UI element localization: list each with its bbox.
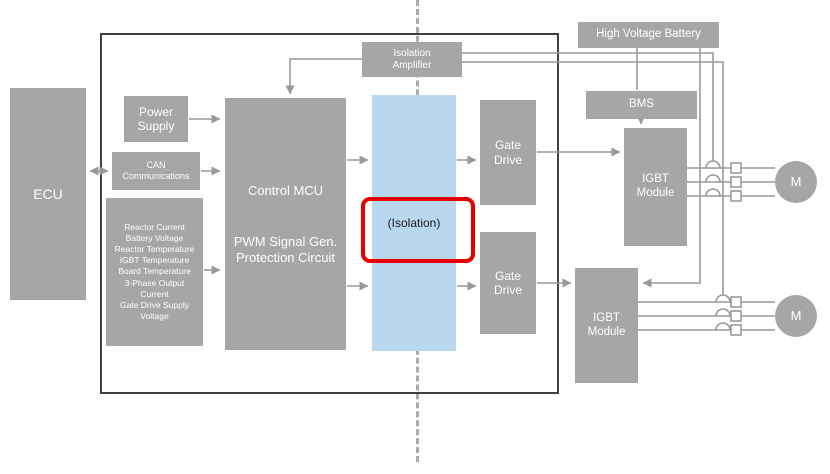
signal-board-temperature: Board Temperature [118, 266, 191, 277]
bms-label: BMS [629, 98, 654, 111]
bms-block: BMS [586, 91, 697, 119]
signal-igbt-temperature: IGBT Temperature [119, 255, 190, 266]
motor-bottom: M [775, 295, 817, 337]
current-sensor-arcs-top [705, 160, 721, 197]
signal-gate-drive-supply-voltage: Gate Drive Supply Voltage [120, 299, 189, 321]
control-mcu-title: Control MCU [247, 182, 324, 198]
signal-reactor-current: Reactor Current [124, 222, 185, 233]
isolation-amplifier-label: Isolation Amplifier [392, 47, 432, 71]
current-sensor-arcs-bottom [715, 294, 731, 331]
phase-lines-top [687, 167, 775, 197]
phase-lines-bottom [638, 301, 775, 331]
igbt-module-bottom-block: IGBT Module [575, 268, 638, 383]
pwm-signal-gen-label: PWM Signal Gen. [233, 234, 338, 250]
motor-bottom-label: M [790, 308, 802, 324]
gate-drive-top-label: Gate Drive [493, 138, 522, 167]
signal-reactor-temperature: Reactor Temperature [114, 244, 195, 255]
protection-circuit-label: Protection Circuit [236, 249, 335, 265]
high-voltage-battery-label: High Voltage Battery [596, 28, 701, 41]
ecu-block: ECU [10, 88, 86, 300]
isolation-channel-label: (Isolation) [387, 216, 441, 230]
power-supply-label: Power Supply [137, 104, 175, 133]
isolation-channel: (Isolation) [372, 95, 456, 351]
connector-squares-bottom [730, 296, 742, 336]
power-supply-block: Power Supply [124, 96, 188, 142]
motor-top: M [775, 161, 817, 203]
gate-drive-bottom-label: Gate Drive [493, 268, 522, 297]
signal-3phase-output-current: 3-Phase Output Current [124, 277, 185, 299]
connector-squares-top [730, 162, 742, 202]
gate-drive-top-block: Gate Drive [480, 100, 536, 205]
can-communications-block: CAN Communications [112, 152, 200, 190]
high-voltage-battery-block: High Voltage Battery [578, 22, 719, 48]
ecu-label: ECU [33, 185, 63, 202]
signal-battery-voltage: Battery Voltage [125, 233, 184, 244]
sensor-signals-block: Reactor Current Battery Voltage Reactor … [106, 198, 203, 346]
isolation-highlight-box [361, 197, 475, 263]
can-communications-label: CAN Communications [122, 160, 190, 181]
isolation-amplifier-block: Isolation Amplifier [362, 42, 462, 77]
gate-drive-bottom-block: Gate Drive [480, 232, 536, 334]
igbt-module-top-block: IGBT Module [624, 128, 687, 246]
igbt-module-bottom-label: IGBT Module [587, 311, 626, 338]
igbt-module-top-label: IGBT Module [636, 173, 675, 199]
control-mcu-block: Control MCU PWM Signal Gen. Protection C… [225, 98, 346, 350]
motor-top-label: M [790, 174, 802, 190]
